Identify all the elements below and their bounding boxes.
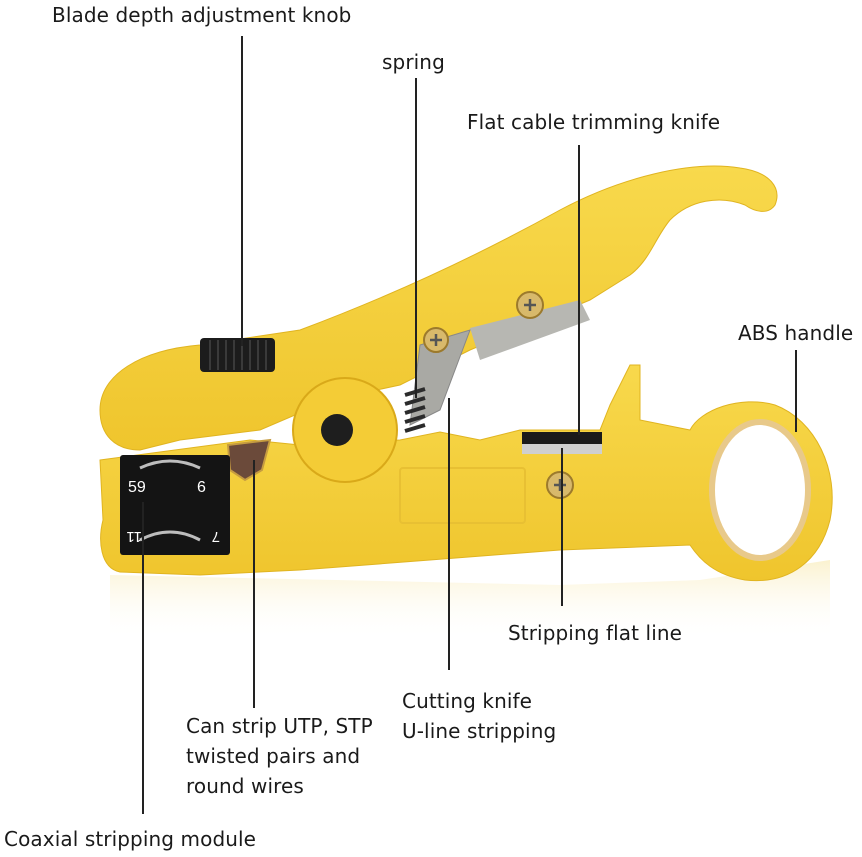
flat-knife-insert	[522, 432, 602, 444]
label-cutting-knife: Cutting knife U-line stripping	[402, 686, 556, 746]
label-utp-line3: round wires	[186, 774, 304, 798]
leader-knob	[241, 36, 243, 346]
screws	[423, 291, 574, 499]
pivot-pin	[321, 414, 353, 446]
leader-flat-line	[561, 448, 563, 606]
label-abs-handle: ABS handle	[738, 321, 854, 345]
label-stripping-flat-line: Stripping flat line	[508, 621, 683, 645]
label-utp-line2: twisted pairs and	[186, 744, 361, 768]
label-spring: spring	[382, 50, 445, 74]
upper-arm	[99, 165, 778, 451]
label-coaxial-module: Coaxial stripping module	[4, 827, 257, 851]
tool-reflection	[110, 560, 830, 640]
label-cutting-knife-line2: U-line stripping	[402, 719, 557, 743]
leader-flat-knife	[578, 145, 580, 435]
leader-coax	[142, 502, 144, 814]
label-utp-stp: Can strip UTP, STP twisted pairs and rou…	[186, 711, 373, 801]
label-flat-cable-knife: Flat cable trimming knife	[467, 110, 721, 134]
leader-utp	[253, 460, 255, 708]
label-cutting-knife-line1: Cutting knife	[402, 689, 533, 713]
leader-cutting-knife	[448, 398, 450, 670]
module-mark-11: 11	[126, 528, 142, 545]
leader-spring	[415, 78, 417, 398]
lower-body	[99, 364, 833, 582]
module-mark-7: 7	[212, 528, 220, 545]
coax-module	[120, 455, 230, 555]
body-recess	[399, 467, 526, 524]
label-blade-depth-knob: Blade depth adjustment knob	[52, 3, 352, 27]
module-mark-6: 6	[197, 479, 206, 496]
module-mark-59: 59	[128, 479, 146, 496]
leader-abs-handle	[795, 350, 797, 432]
trimming-blade	[470, 300, 590, 360]
handle-ring-hole	[709, 419, 811, 561]
label-utp-line1: Can strip UTP, STP	[186, 714, 373, 738]
adjustment-knob	[200, 338, 275, 372]
cutting-blade	[409, 329, 471, 426]
